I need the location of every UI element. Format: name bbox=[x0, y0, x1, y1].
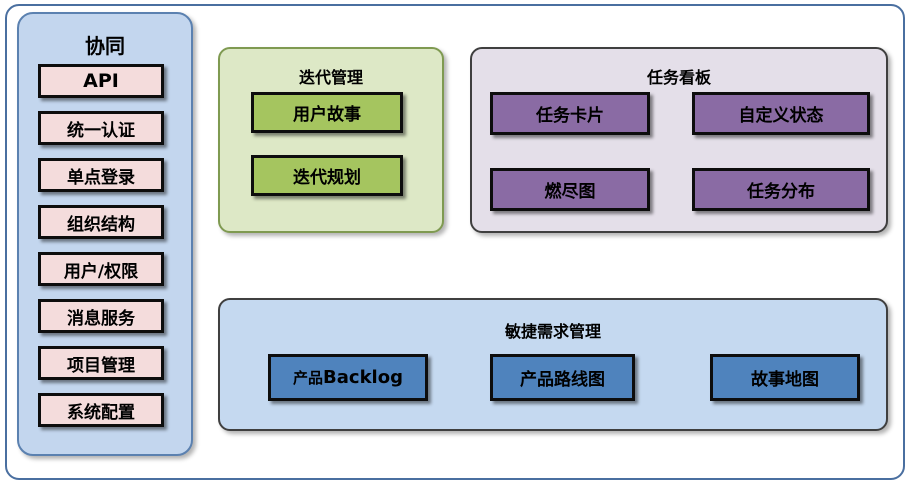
box-story-map[interactable]: 故事地图 bbox=[710, 354, 860, 401]
box-user-story[interactable]: 用户故事 bbox=[251, 92, 403, 133]
box-task-distribution[interactable]: 任务分布 bbox=[692, 168, 870, 211]
box-iteration-planning[interactable]: 迭代规划 bbox=[251, 155, 403, 196]
panel-agile-requirements-title: 敏捷需求管理 bbox=[504, 322, 601, 341]
sidebar-item-system-config[interactable]: 系统配置 bbox=[38, 393, 164, 427]
sidebar-item-sso[interactable]: 单点登录 bbox=[38, 158, 164, 192]
box-product-backlog-label-cn: 产品 bbox=[293, 369, 324, 387]
sidebar-item-unified-auth[interactable]: 统一认证 bbox=[38, 111, 164, 145]
panel-iteration-management-title: 迭代管理 bbox=[298, 68, 363, 87]
box-product-roadmap[interactable]: 产品路线图 bbox=[490, 354, 635, 401]
sidebar-item-project-management[interactable]: 项目管理 bbox=[38, 346, 164, 380]
sidebar-item-user-permission[interactable]: 用户/权限 bbox=[38, 252, 164, 286]
box-custom-status[interactable]: 自定义状态 bbox=[692, 92, 870, 135]
sidebar-item-api[interactable]: API bbox=[38, 64, 164, 98]
sidebar-item-message-service[interactable]: 消息服务 bbox=[38, 299, 164, 333]
box-burndown-chart[interactable]: 燃尽图 bbox=[490, 168, 650, 211]
panel-iteration-management: 迭代管理 bbox=[218, 47, 444, 233]
box-product-backlog-label-en: Backlog bbox=[323, 367, 403, 388]
box-task-card[interactable]: 任务卡片 bbox=[490, 92, 650, 135]
panel-taskboard-title: 任务看板 bbox=[646, 68, 711, 87]
panel-collaboration-title: 协同 bbox=[85, 34, 125, 58]
sidebar-item-org-structure[interactable]: 组织结构 bbox=[38, 205, 164, 239]
